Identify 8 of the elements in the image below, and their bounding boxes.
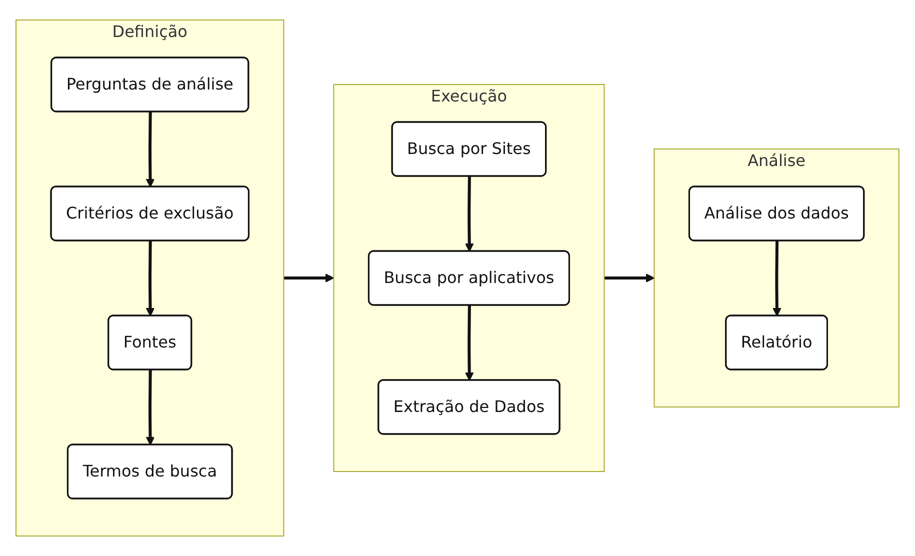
arrow [284,274,334,282]
arrow [146,112,155,188]
arrow [146,370,155,446]
arrow [146,240,155,316]
arrow [465,305,474,381]
arrow [772,240,782,316]
arrow [465,176,474,252]
arrow [604,274,655,282]
